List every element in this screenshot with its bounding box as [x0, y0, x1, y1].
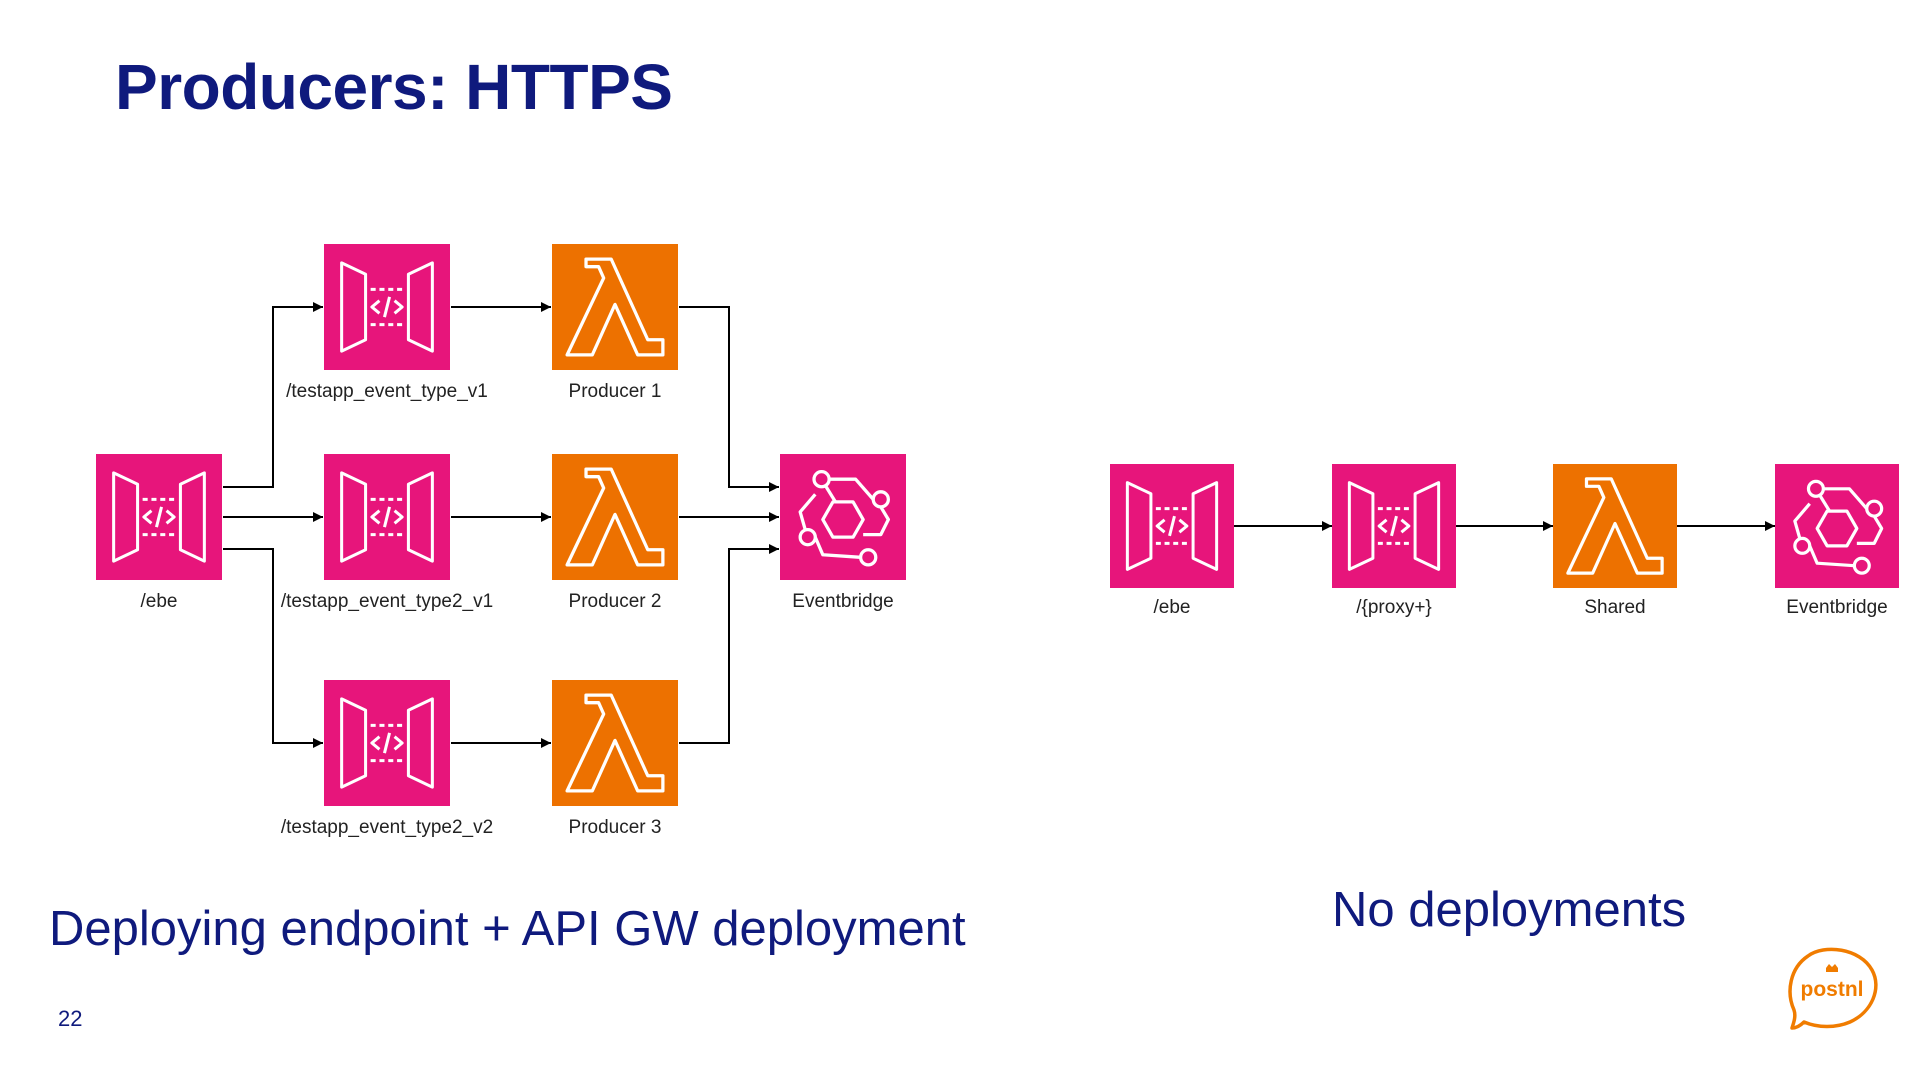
lambda-icon: [552, 244, 678, 370]
lambda-producer-1-label: Producer 1: [568, 381, 662, 402]
connector-ebe-to-gw3: [223, 548, 323, 748]
api-gateway-icon: [324, 680, 450, 806]
api-gateway-icon: [96, 454, 222, 580]
api-gateway-ebe[interactable]: [95, 454, 223, 580]
api-gateway-icon: [1110, 464, 1234, 588]
api-gateway-testapp-event-type2-v1[interactable]: [323, 454, 451, 580]
lambda-producer-2-label: Producer 2: [568, 591, 662, 612]
eventbridge-icon: [780, 454, 906, 580]
api-gateway-testapp-event-type2-v2-label: /testapp_event_type2_v2: [280, 817, 494, 838]
eventbridge-right[interactable]: [1775, 464, 1899, 588]
connector-ebe-to-gw1: [223, 302, 323, 488]
api-gateway-testapp-event-type2-v2[interactable]: [323, 680, 451, 806]
lambda-producer-3-label: Producer 3: [568, 817, 662, 838]
api-gateway-proxy[interactable]: [1332, 464, 1456, 588]
api-gateway-testapp-event-type-v1-label: /testapp_event_type_v1: [286, 381, 488, 402]
api-gateway-testapp-event-type2-v1-label: /testapp_event_type2_v1: [280, 591, 494, 612]
lambda-icon: [552, 454, 678, 580]
eventbridge-right-label: Eventbridge: [1786, 597, 1888, 618]
api-gateway-ebe-label: /ebe: [140, 591, 178, 612]
lambda-shared-label: Shared: [1584, 597, 1646, 618]
api-gateway-icon: [324, 454, 450, 580]
page-number: 22: [58, 1006, 83, 1031]
left-diagram-caption: Deploying endpoint + API GW deployment: [49, 902, 966, 956]
api-gateway-ebe-right-label: /ebe: [1153, 597, 1191, 618]
api-gateway-icon: [1332, 464, 1456, 588]
right-diagram-caption: No deployments: [1332, 883, 1687, 937]
eventbridge-icon: [1775, 464, 1899, 588]
lambda-producer-1[interactable]: [551, 244, 679, 370]
api-gateway-proxy-label: /{proxy+}: [1356, 597, 1432, 618]
postnl-logo-icon: postnl: [1788, 946, 1878, 1030]
eventbridge-left[interactable]: [779, 454, 907, 580]
slide-title: Producers: HTTPS: [115, 51, 673, 123]
lambda-producer-2[interactable]: [551, 454, 679, 580]
lambda-shared[interactable]: [1553, 464, 1677, 588]
lambda-producer-3[interactable]: [551, 680, 679, 806]
lambda-icon: [552, 680, 678, 806]
connector-producer3-to-eventbridge: [679, 544, 779, 744]
api-gateway-icon: [324, 244, 450, 370]
connector-producer1-to-eventbridge: [679, 306, 779, 492]
api-gateway-testapp-event-type-v1[interactable]: [323, 244, 451, 370]
api-gateway-ebe-right[interactable]: [1110, 464, 1234, 588]
lambda-icon: [1553, 464, 1677, 588]
eventbridge-left-label: Eventbridge: [792, 591, 894, 612]
svg-text:postnl: postnl: [1801, 978, 1864, 1001]
